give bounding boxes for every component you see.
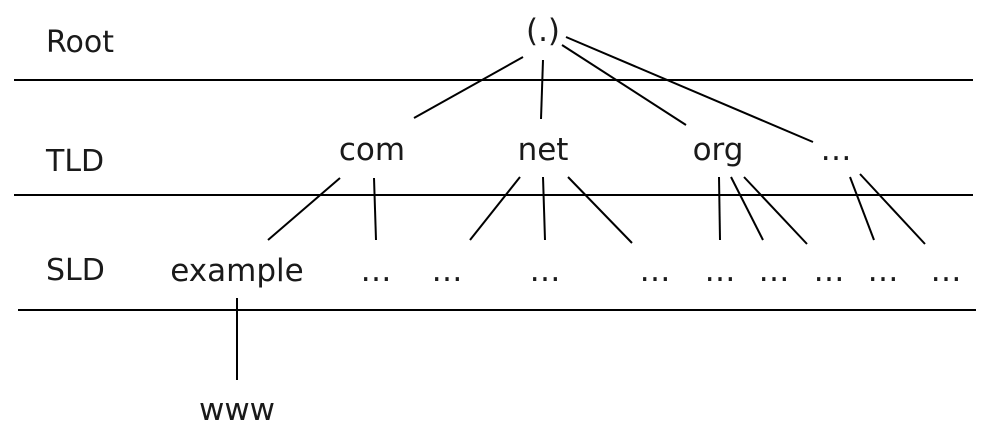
root-node: (.) [526, 13, 560, 49]
level-label-sld: SLD [46, 253, 105, 288]
level-label-root: Root [46, 25, 114, 60]
sld-node-net-more-2: … [530, 253, 561, 289]
sld-node-net-more-1: … [432, 253, 463, 289]
tld-node-more: … [821, 132, 852, 168]
sld-node-net-more-3: … [640, 253, 671, 289]
edge-org-more-2 [730, 176, 764, 241]
edge-net-more-3 [567, 176, 633, 244]
sld-node-more-more-2: … [931, 253, 962, 289]
edge-root-more [565, 36, 814, 143]
edge-root-net [540, 59, 544, 120]
edge-more-more-1 [849, 176, 875, 241]
tld-node-com: com [339, 132, 405, 168]
edge-org-more-1 [718, 176, 721, 241]
subdomain-node-www: www [199, 392, 275, 428]
sld-node-org-more-1: … [705, 253, 736, 289]
sld-node-org-more-3: … [814, 253, 845, 289]
edge-net-more-1 [469, 176, 521, 241]
edge-more-more-2 [859, 173, 926, 245]
level-label-tld: TLD [45, 144, 104, 179]
sld-node-com-more: … [361, 253, 392, 289]
tld-node-net: net [518, 132, 569, 168]
sld-node-example: example [170, 253, 303, 289]
edge-org-more-3 [743, 176, 808, 245]
edge-com-more [373, 177, 377, 241]
sld-node-org-more-2: … [759, 253, 790, 289]
edge-root-com [413, 56, 524, 119]
tld-node-org: org [693, 132, 744, 168]
edge-net-more-2 [542, 176, 546, 241]
sld-node-more-more-1: … [868, 253, 899, 289]
edge-com-example [267, 177, 341, 241]
edge-root-org [561, 44, 687, 126]
